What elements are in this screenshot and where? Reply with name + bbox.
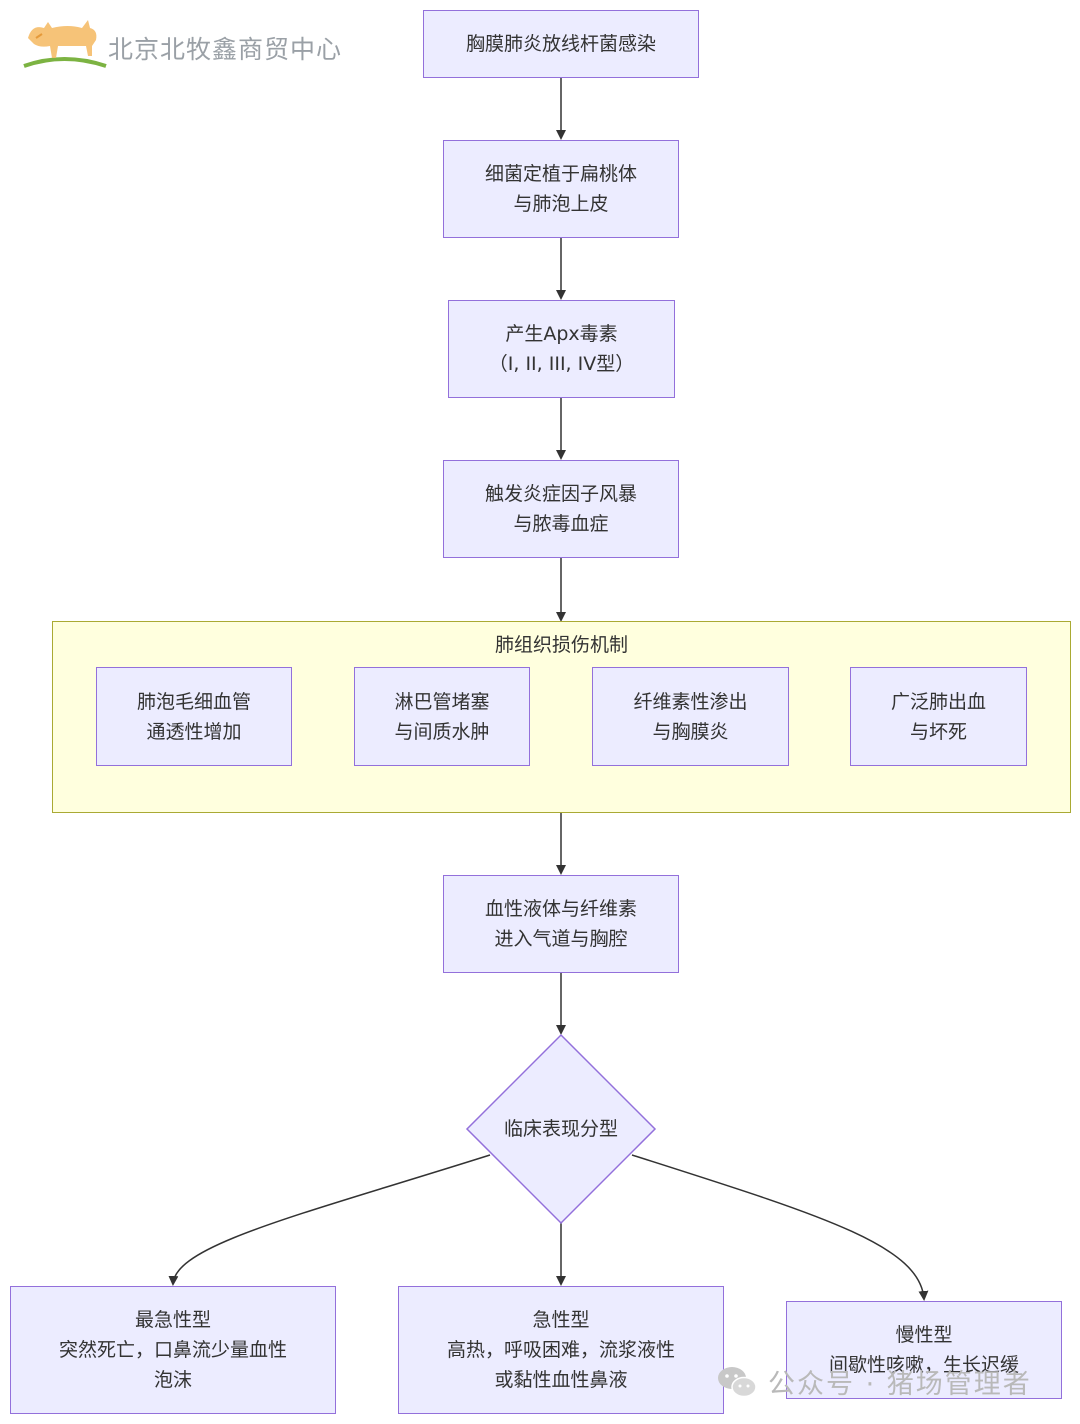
node-colonization: 细菌定植于扁桃体与肺泡上皮 xyxy=(443,140,679,238)
node-peracute-type: 最急性型突然死亡，口鼻流少量血性泡沫 xyxy=(10,1286,336,1414)
node-lymphatic-blockage: 淋巴管堵塞与间质水肿 xyxy=(354,667,530,766)
node-apx-toxin: 产生Apx毒素（I, II, III, IV型） xyxy=(448,300,675,398)
watermark-text: 公众号 · 猪场管理者 xyxy=(768,1369,1032,1400)
node-hemorrhage-necrosis: 广泛肺出血与坏死 xyxy=(850,667,1027,766)
node-capillary-permeability: 肺泡毛细血管通透性增加 xyxy=(96,667,292,766)
logo-text: 北京北牧鑫商贸中心 xyxy=(108,35,343,64)
edge-decision-t3 xyxy=(631,1154,929,1301)
watermark: 公众号 · 猪场管理者 xyxy=(716,1362,1032,1401)
wechat-icon xyxy=(718,1366,757,1397)
logo xyxy=(18,16,378,72)
node-fibrinous-exudate: 纤维素性渗出与胸膜炎 xyxy=(592,667,789,766)
edge-decision-t1 xyxy=(168,1154,491,1286)
node-infection: 胸膜肺炎放线杆菌感染 xyxy=(423,10,699,78)
node-acute-type: 急性型高热，呼吸困难，流浆液性或黏性血性鼻液 xyxy=(398,1286,724,1414)
cattle-logo-icon xyxy=(23,20,107,68)
node-chronic-type: 慢性型间歇性咳嗽，生长迟缓 xyxy=(786,1301,1062,1399)
decision-label: 临床表现分型 xyxy=(503,1118,618,1140)
decision-diamond xyxy=(465,1033,657,1225)
node-bloody-fluid: 血性液体与纤维素进入气道与胸腔 xyxy=(443,875,679,973)
cluster-title: 肺组织损伤机制 xyxy=(494,634,628,656)
node-cytokine-storm: 触发炎症因子风暴与脓毒血症 xyxy=(443,460,679,558)
